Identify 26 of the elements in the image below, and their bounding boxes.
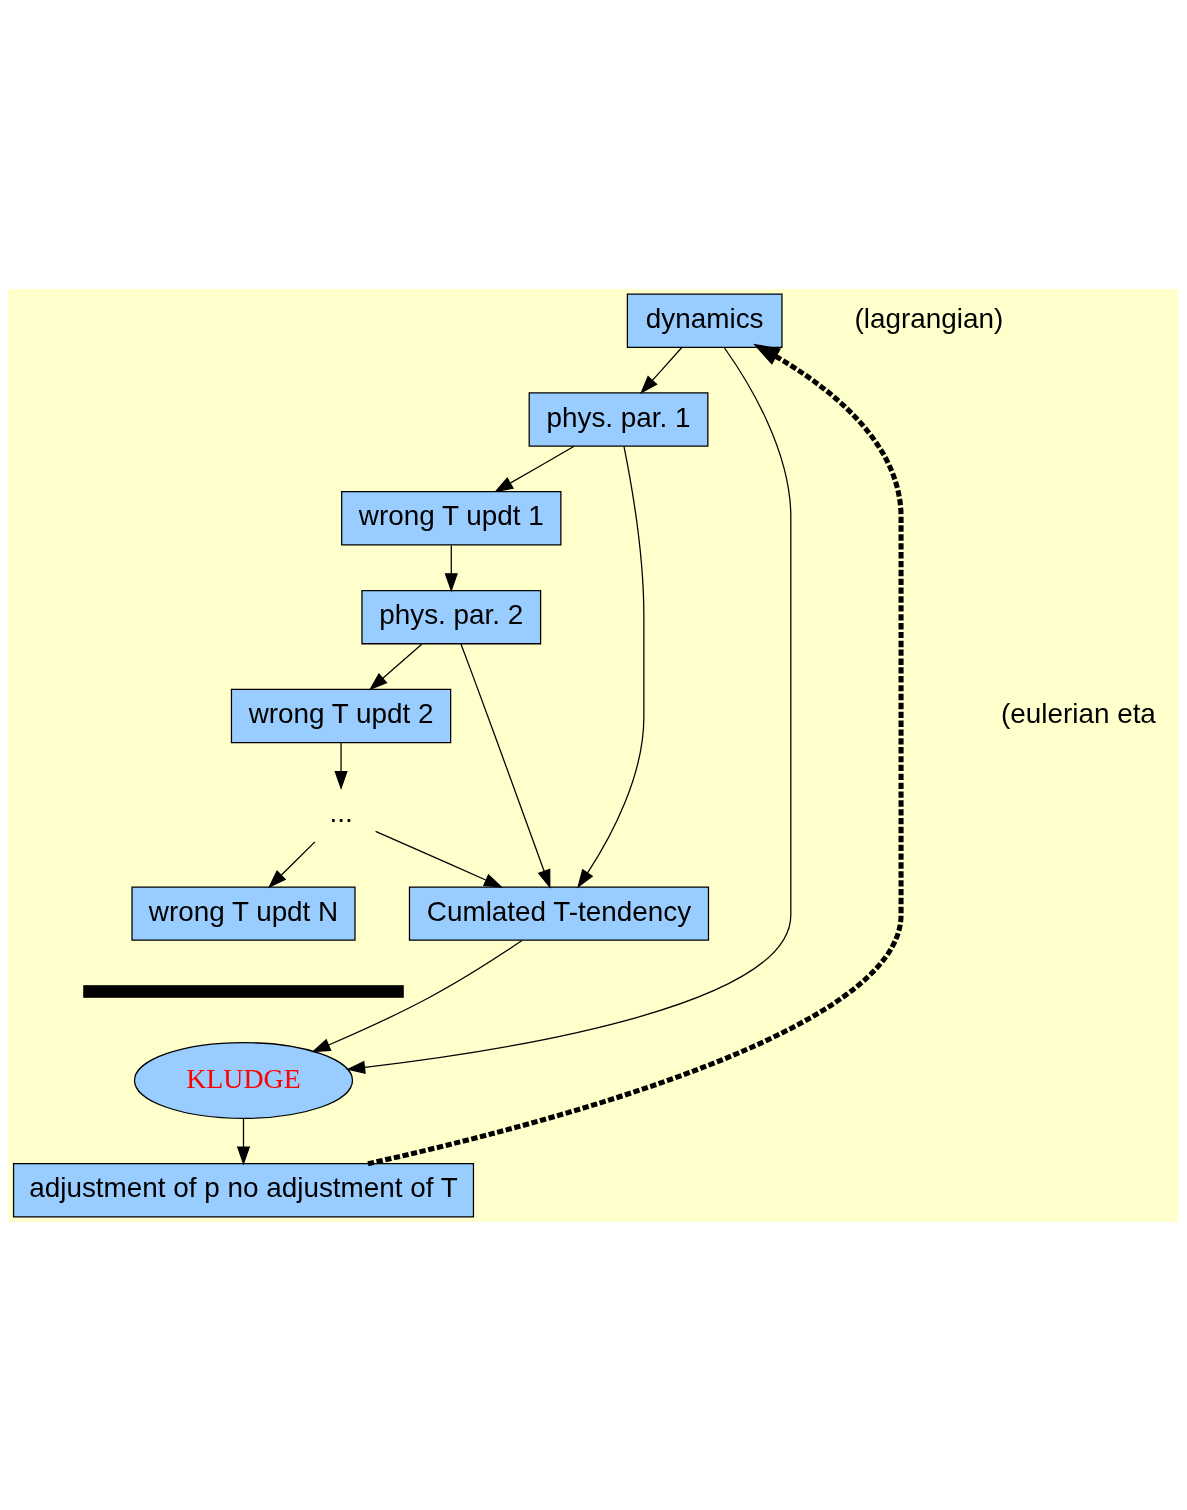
- node-box: dynamics: [626, 292, 783, 348]
- arrow: [268, 840, 316, 888]
- node-box: Cumlated T-tendency: [408, 885, 710, 941]
- arrow: [236, 1117, 251, 1165]
- arrow: [334, 741, 348, 790]
- arrow: [444, 544, 458, 592]
- arrow: [494, 445, 575, 492]
- arrow: [367, 343, 904, 1166]
- arrow: [640, 346, 683, 394]
- node-box: wrong T updt N: [131, 885, 356, 941]
- node-box: wrong T updt 1: [341, 490, 562, 546]
- node-box: adjustment of p no adjustment of T: [12, 1162, 475, 1218]
- node-box: phys. par. 2: [361, 589, 542, 644]
- arrow: [577, 445, 645, 888]
- arrow: [374, 830, 503, 888]
- arrow: [368, 643, 423, 690]
- label: (eulerian eta: [1001, 697, 1156, 729]
- node-ellipse: KLUDGE: [133, 1041, 354, 1119]
- node-box: wrong T updt 2: [230, 688, 452, 743]
- node-text: ...: [329, 796, 353, 828]
- arrow: [460, 642, 551, 889]
- node-bar: [83, 984, 404, 998]
- arrow: [346, 346, 792, 1074]
- node-box: phys. par. 1: [528, 391, 709, 447]
- arrow: [311, 939, 523, 1052]
- label: (lagrangian): [854, 302, 1004, 334]
